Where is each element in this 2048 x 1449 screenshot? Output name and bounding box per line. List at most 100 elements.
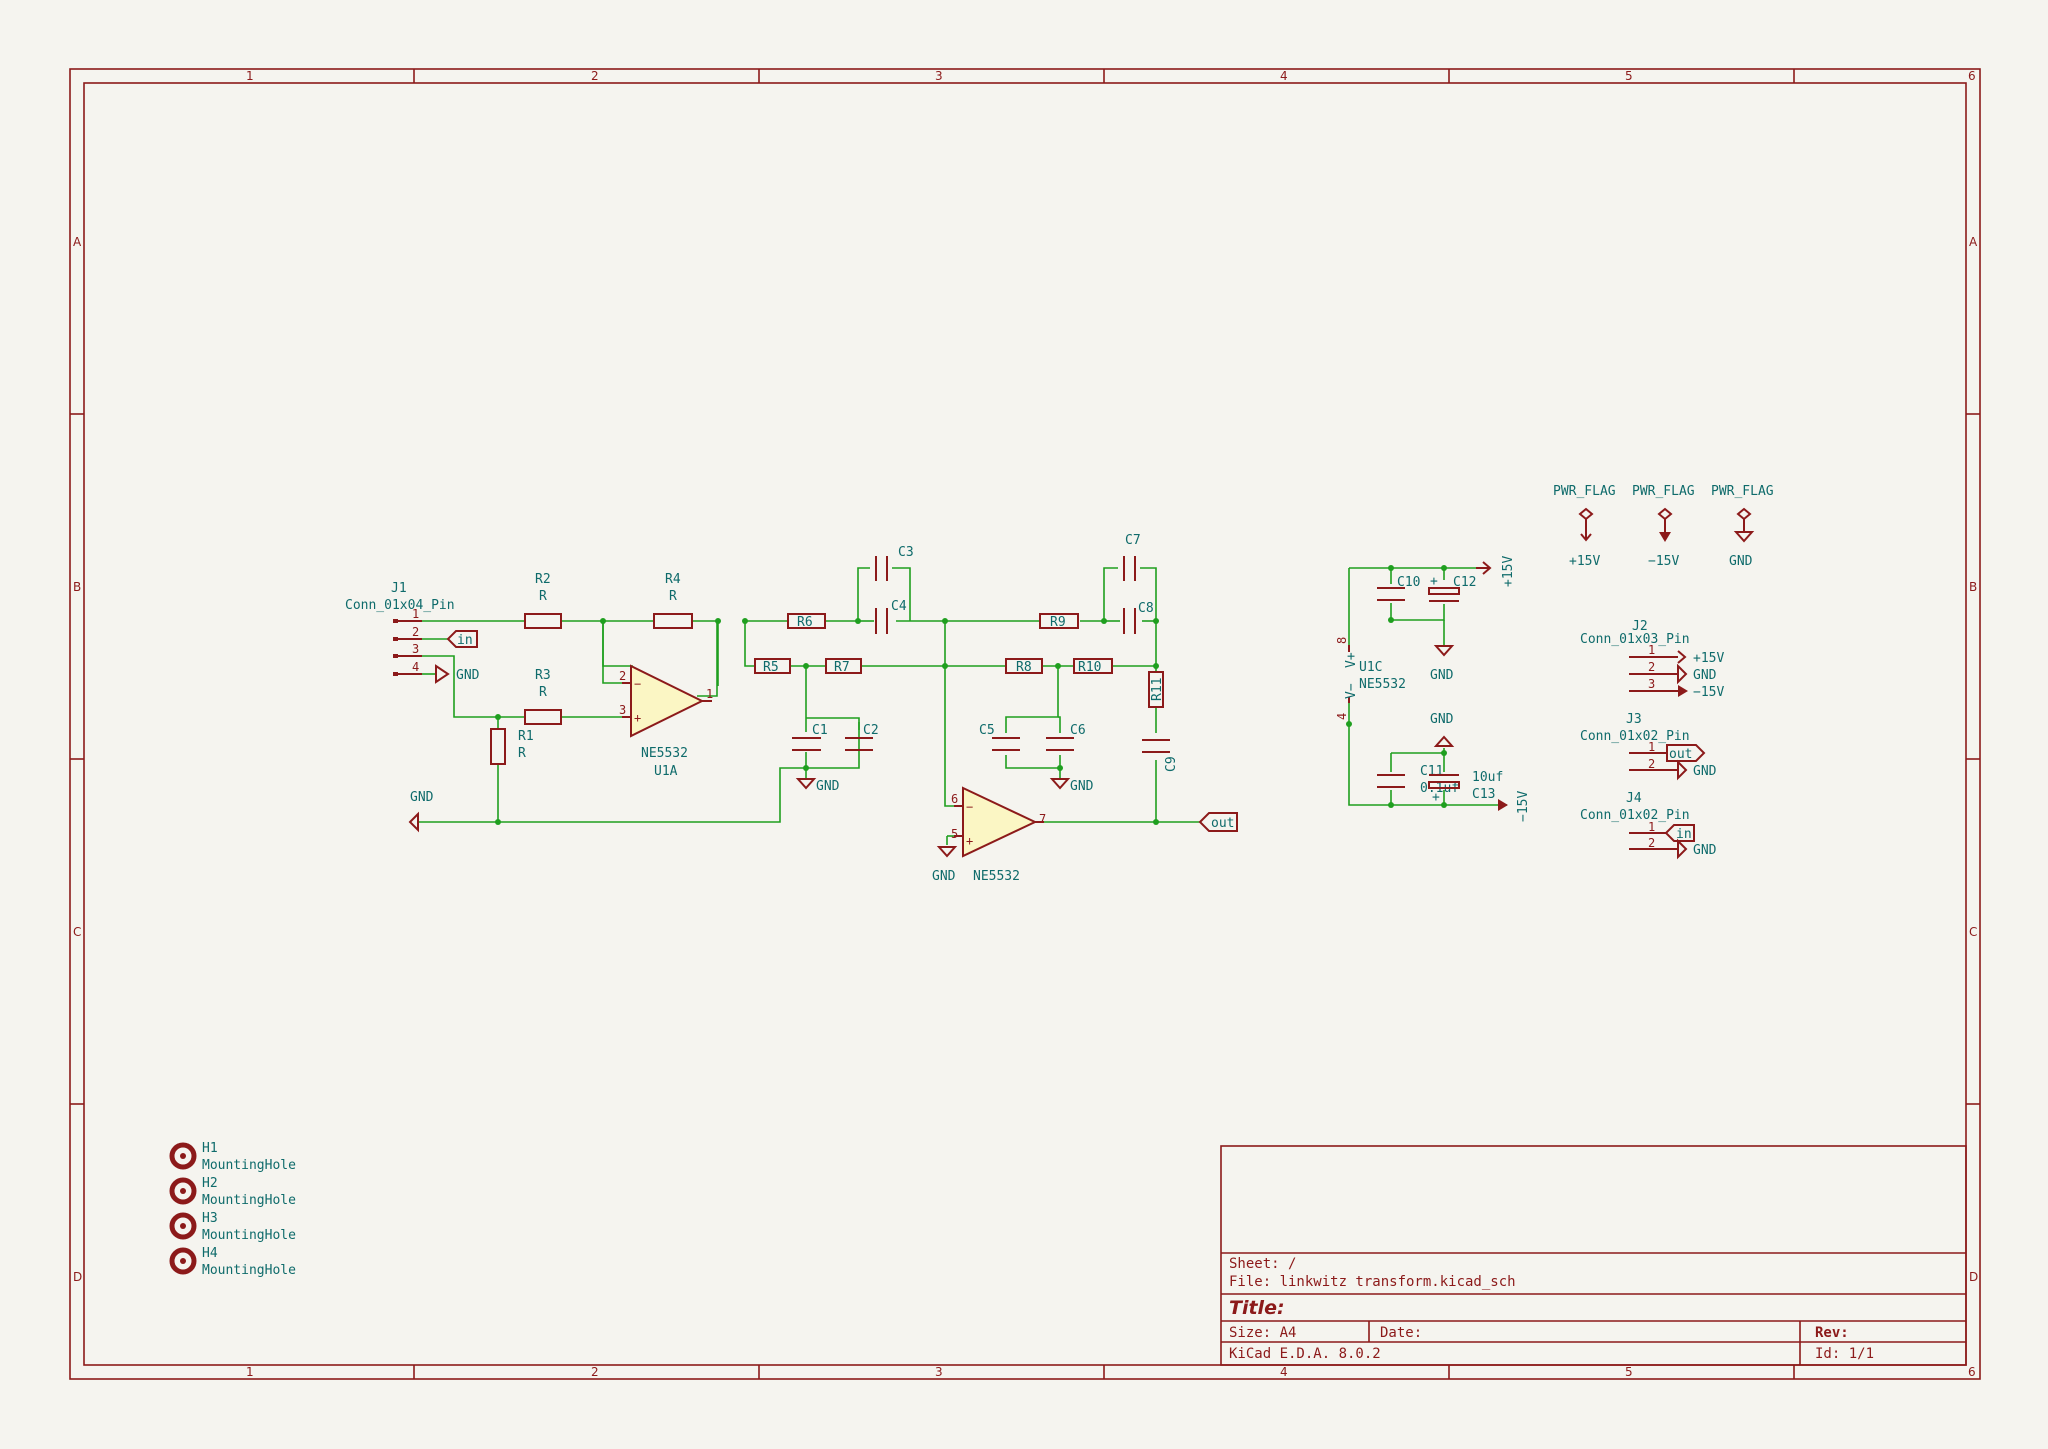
capacitor-c13[interactable]: + 10uf C13 — [1428, 770, 1503, 805]
gnd-symbol-j1[interactable]: GND — [435, 664, 480, 684]
zone-row-left-a: A — [73, 235, 82, 249]
j2-value: Conn_01x03_Pin — [1580, 632, 1690, 647]
resistor-r7[interactable]: R7 — [825, 658, 862, 675]
mounting-hole-h4[interactable]: H4 MountingHole — [169, 1246, 296, 1278]
c10-ref: C10 — [1397, 575, 1420, 590]
resistor-r4[interactable]: R4 R — [653, 572, 693, 629]
j4-value: Conn_01x02_Pin — [1580, 808, 1690, 823]
capacitor-c9[interactable]: C9 — [1142, 739, 1179, 772]
gnd-symbol-left[interactable]: GND — [408, 790, 434, 833]
h4-ref: H4 — [202, 1246, 218, 1261]
resistor-r8[interactable]: R8 — [1005, 658, 1043, 675]
r3-value: R — [539, 685, 547, 700]
capacitor-c7[interactable]: C7 — [1123, 533, 1141, 581]
global-label-out[interactable]: out — [1198, 812, 1238, 832]
mounting-hole-h3[interactable]: H3 MountingHole — [169, 1211, 296, 1243]
capacitor-c5[interactable]: C5 — [979, 723, 1020, 751]
j2-pin-3: 3 — [1648, 677, 1655, 691]
mounting-hole-h2[interactable]: H2 MountingHole — [169, 1176, 296, 1208]
resistor-r1[interactable]: R1 R — [490, 728, 534, 765]
j3-value: Conn_01x02_Pin — [1580, 729, 1690, 744]
connector-j2[interactable]: J2 Conn_01x03_Pin 1 2 3 +15V GND −15V — [1580, 619, 1724, 700]
gnd-symbol-c13[interactable]: GND — [1430, 712, 1455, 747]
capacitor-c2[interactable]: C2 — [845, 723, 879, 751]
c13-polarity: + — [1432, 790, 1440, 805]
j3-ref: J3 — [1626, 712, 1642, 727]
resistor-r10[interactable]: R10 — [1073, 658, 1113, 675]
c8-ref: C8 — [1138, 601, 1154, 616]
title-block: Sheet: / File: linkwitz transform.kicad_… — [1220, 1145, 1967, 1366]
resistor-r3[interactable]: R3 R — [524, 668, 562, 725]
capacitor-c1[interactable]: C1 — [792, 723, 828, 751]
r6-ref: R6 — [797, 615, 813, 630]
u1b-pin-5: 5 — [951, 827, 958, 841]
gnd-symbol-u1b[interactable]: GND — [932, 846, 958, 884]
resistor-r2[interactable]: R2 R — [524, 572, 562, 629]
connector-j3[interactable]: J3 Conn_01x02_Pin 1 2 out GND — [1580, 712, 1717, 781]
u1c-vplus: V+ — [1344, 652, 1359, 668]
h3-value: MountingHole — [202, 1228, 296, 1243]
gnd-symbol-c5[interactable]: GND — [1049, 778, 1094, 794]
tb-rev: Rev: — [1815, 1325, 1849, 1341]
pwr-flag-gnd[interactable]: PWR_FLAG GND — [1711, 484, 1774, 569]
tb-id: Id: 1/1 — [1815, 1346, 1874, 1362]
minus15-label-u1c: −15V — [1516, 791, 1531, 822]
resistor-r9[interactable]: R9 — [1039, 613, 1079, 630]
gnd-label-left: GND — [410, 790, 434, 805]
j1-pin-4: 4 — [412, 660, 419, 674]
connector-j1[interactable]: J1 Conn_01x04_Pin 1 2 3 4 — [345, 581, 455, 676]
gnd-symbol-c1[interactable]: GND — [795, 778, 840, 794]
c9-ref: C9 — [1164, 756, 1179, 772]
zone-col-top-2: 2 — [591, 69, 599, 83]
connector-j4[interactable]: J4 Conn_01x02_Pin 1 2 in GND — [1580, 791, 1717, 860]
gnd-symbol-c12[interactable]: GND — [1430, 645, 1455, 683]
pwr-flag-minus15[interactable]: PWR_FLAG −15V — [1632, 484, 1695, 569]
j1-pin-3: 3 — [412, 642, 419, 656]
zone-col-bottom-2: 2 — [591, 1365, 599, 1379]
capacitor-c10[interactable]: C10 — [1377, 575, 1420, 601]
resistor-r5[interactable]: R5 — [754, 658, 791, 675]
capacitor-c3[interactable]: C3 — [875, 545, 914, 581]
tb-tool: KiCad E.D.A. 8.0.2 — [1229, 1346, 1381, 1362]
j4-pin-2: 2 — [1648, 836, 1655, 850]
global-label-in-j1[interactable]: in — [446, 630, 478, 648]
c11-ref: C11 — [1420, 764, 1443, 779]
capacitor-c8[interactable]: C8 — [1123, 601, 1154, 634]
zone-col-top-1: 1 — [246, 69, 254, 83]
capacitor-c6[interactable]: C6 — [1046, 723, 1086, 751]
r3-ref: R3 — [535, 668, 551, 683]
power-symbol-plus15-u1c[interactable]: +15V — [1476, 556, 1516, 587]
mounting-hole-h1[interactable]: H1 MountingHole — [169, 1141, 296, 1173]
j4-net-gnd: GND — [1693, 843, 1717, 858]
j1-pin-2: 2 — [412, 625, 419, 639]
zone-col-bottom-3: 3 — [935, 1365, 943, 1379]
pwr-flag-plus15[interactable]: PWR_FLAG +15V — [1553, 484, 1616, 569]
gnd-label-c12: GND — [1430, 668, 1454, 683]
capacitor-c11[interactable]: C11 0.1uf — [1377, 764, 1459, 796]
r1-ref: R1 — [518, 729, 534, 744]
j3-net-gnd: GND — [1693, 764, 1717, 779]
u1a-ref: U1A — [654, 764, 678, 779]
capacitor-c4[interactable]: C4 — [875, 599, 907, 634]
c12-polarity: + — [1430, 574, 1438, 589]
r9-ref: R9 — [1050, 615, 1066, 630]
tb-file: File: linkwitz transform.kicad_sch — [1229, 1274, 1516, 1290]
gnd-label-c1: GND — [816, 779, 840, 794]
r5-ref: R5 — [763, 660, 779, 675]
resistor-r11[interactable]: R11 — [1148, 671, 1165, 708]
capacitor-c12[interactable]: + C12 — [1428, 574, 1476, 602]
zone-row-right-c: C — [1969, 925, 1977, 939]
u1a-minus-sign: − — [634, 677, 641, 691]
drawing-frame — [69, 68, 1981, 1380]
u1c-pin-8: 8 — [1335, 637, 1349, 644]
opamp-u1b[interactable]: − + 6 5 7 NE5532 — [951, 786, 1046, 884]
j3-net-out: out — [1669, 747, 1692, 762]
resistor-r6[interactable]: R6 — [787, 613, 826, 630]
r4-value: R — [669, 589, 677, 604]
power-symbol-minus15-u1c[interactable]: −15V — [1498, 791, 1531, 822]
opamp-u1a[interactable]: − + 2 3 1 NE5532 U1A — [619, 664, 713, 779]
j3-pin-2: 2 — [1648, 757, 1655, 771]
opamp-u1c-power[interactable]: 8 4 V+ V− U1C NE5532 — [1335, 637, 1406, 720]
zone-col-bottom-1: 1 — [246, 1365, 254, 1379]
